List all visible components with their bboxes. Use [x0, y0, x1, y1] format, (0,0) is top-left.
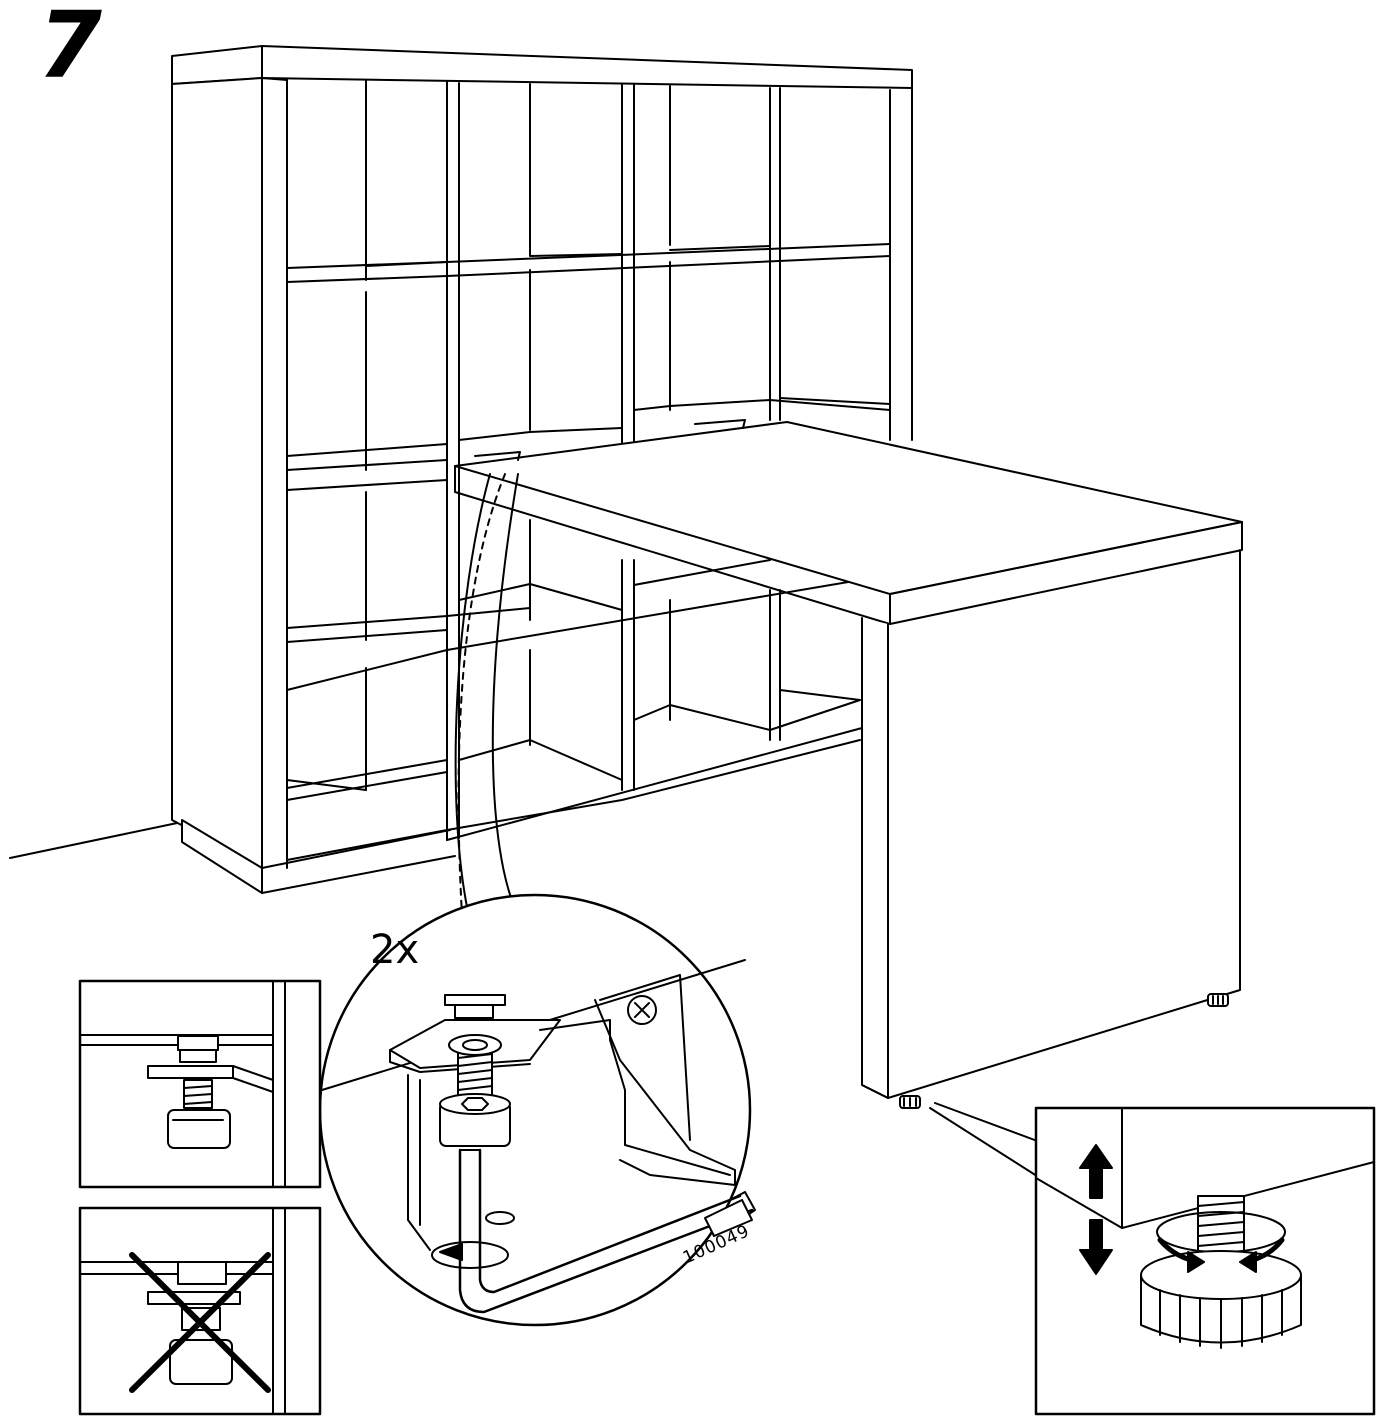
- cross-out-icon: [129, 1252, 271, 1393]
- desk-foot-back: [1207, 993, 1229, 1007]
- incorrect-fit-panel: [78, 1206, 322, 1416]
- rotate-arrow-icon: [1157, 1237, 1285, 1273]
- floor-line: [9, 821, 183, 859]
- up-arrow-icon: [1079, 1144, 1113, 1199]
- down-arrow-icon: [1079, 1219, 1113, 1275]
- quantity-label: 2x: [370, 927, 420, 973]
- step-number: 7: [38, 0, 103, 99]
- bracket-detail-circle: [318, 893, 756, 1327]
- hex-key-icon: [458, 1148, 756, 1314]
- rotate-arrow-icon: [431, 1241, 509, 1269]
- bolt: [439, 994, 511, 1147]
- foot-adjust-panel: [1034, 1106, 1376, 1416]
- shelf-unit: [171, 45, 913, 894]
- correct-fit-panel: [78, 979, 322, 1189]
- desk: [454, 419, 1243, 1179]
- desk-foot-front: [899, 1095, 921, 1109]
